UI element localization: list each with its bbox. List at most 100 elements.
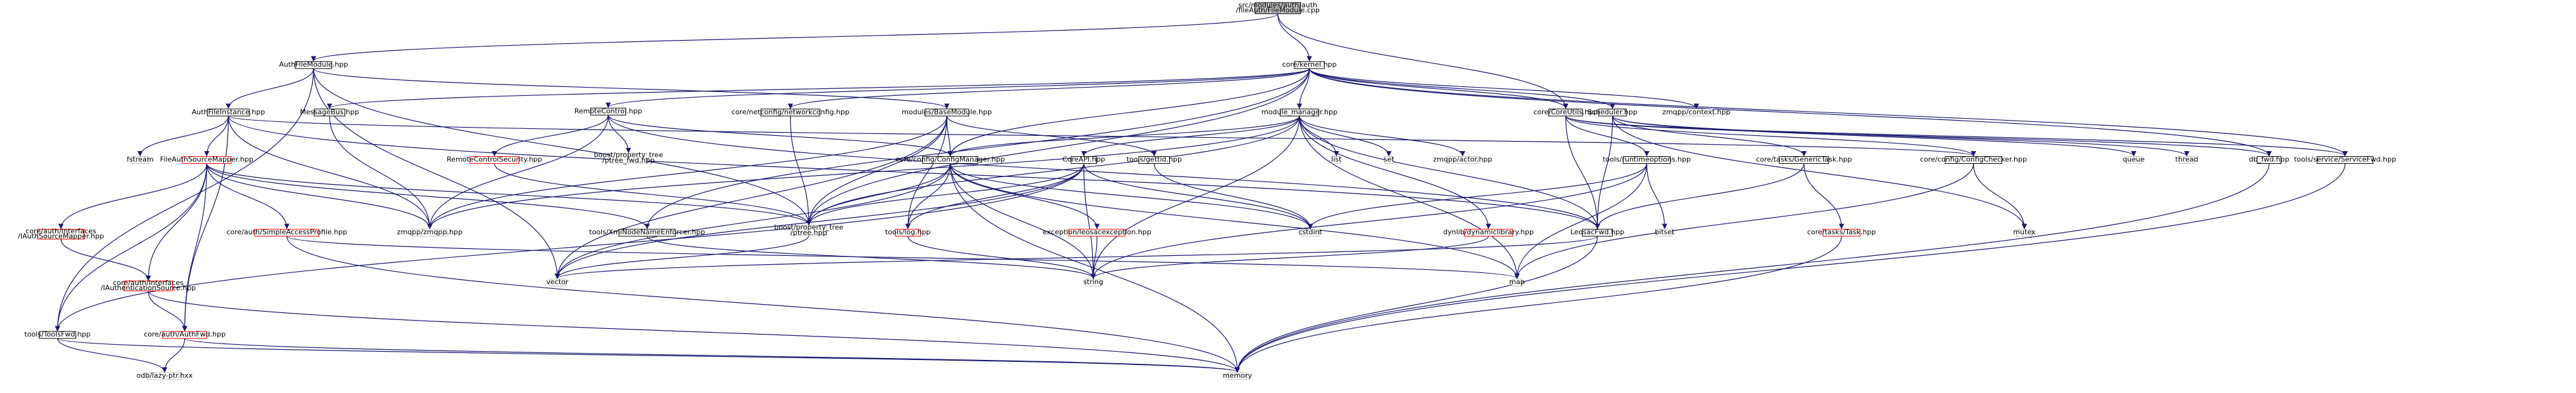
node-label: AuthFileInstance.hpp [192, 108, 265, 116]
node-label: tools/gettid.hpp [1127, 156, 1182, 164]
edge-coreapi-to-vector [554, 163, 1085, 279]
node-label: tools/log.hpp [885, 228, 930, 236]
node-box [1254, 2, 1301, 15]
node-box [132, 156, 149, 164]
edge-toolsfwd-to-memory [57, 338, 1240, 373]
edge-modmanager-to-zmqactor [1299, 116, 1466, 157]
node-string: string [1083, 278, 1103, 286]
edge-iauthmapper-to-iauthsource [60, 239, 151, 281]
edge-filemodule-to-toolsfwd [55, 68, 315, 331]
node-scheduler[interactable]: Scheduler.hpp [1587, 108, 1637, 117]
node-label: core/tasks/Task.hpp [1807, 228, 1876, 236]
node-dbfwd[interactable]: db_fwd.hpp [2249, 156, 2289, 164]
node-kernel[interactable]: core/kernel.hpp [1282, 60, 1337, 69]
node-label: FileAuthSourceMapper.hpp [160, 156, 254, 164]
node-box [760, 109, 820, 117]
edge-modmanager-to-configmgr [947, 116, 1300, 157]
node-modmanager[interactable]: module_manager.hpp [1261, 108, 1338, 117]
node-box [470, 156, 520, 164]
edge-modmanager-to-coreapi [1081, 116, 1300, 157]
node-leosacfwd[interactable]: LeosacFwd.hpp [1571, 228, 1625, 237]
edge-kernel-to-dbfwd [1309, 68, 2272, 157]
edge-coreutils-to-dbfwd [1565, 116, 2272, 157]
node-label: list [1331, 156, 1342, 164]
node-simpleprofile[interactable]: core/auth/SimpleAccessProfile.hpp [226, 228, 347, 237]
node-label: src/modules/auth/auth [1238, 1, 1317, 9]
node-box [2317, 156, 2374, 164]
node-xmlenforcer[interactable]: tools/XmlNodeNameEnforcer.hpp [589, 228, 705, 237]
node-box [207, 109, 250, 117]
node-iauthmapper[interactable]: core/auth/Interfaces/IAuthSourceMapper.h… [18, 227, 104, 240]
node-basemodule[interactable]: modules/BaseModule.hpp [902, 108, 992, 117]
node-dynlib[interactable]: dynlib/dynamiclibrary.hpp [1443, 228, 1534, 237]
node-box [123, 281, 173, 291]
edge-basemodule-to-vector [554, 116, 947, 279]
node-box [549, 278, 566, 286]
node-servicefwd[interactable]: tools/service/ServiceFwd.hpp [2294, 156, 2396, 164]
edge-coreapi-to-ptree [806, 163, 1085, 226]
node-coreutils[interactable]: core/CoreUtils.hpp [1533, 108, 1598, 117]
nodes-layer: src/modules/auth/auth/fileAuth/FileModul… [18, 1, 2396, 380]
node-iauthsource[interactable]: core/auth/Interfaces/IAuthenticationSour… [100, 279, 196, 292]
edge-modmanager-to-zmqpp [427, 116, 1300, 229]
node-cstdint: cstdint [1298, 228, 1322, 237]
node-configmgr[interactable]: core/config/ConfigManager.hpp [896, 156, 1005, 164]
node-task[interactable]: core/tasks/Task.hpp [1807, 228, 1876, 237]
node-box [2016, 229, 2033, 237]
node-srcmapper[interactable]: FileAuthSourceMapper.hpp [160, 156, 254, 164]
node-label: thread [2175, 156, 2198, 164]
edge-ptree-to-vector [554, 235, 810, 279]
node-authfwd[interactable]: core/auth/AuthFwd.hpp [144, 330, 226, 339]
edge-generictask-to-leosacfwd [1594, 163, 1805, 229]
node-generictask[interactable]: core/tasks/GenericTask.hpp [1756, 156, 1852, 164]
edge-filemodule-to-vector [313, 68, 560, 279]
node-messagebus[interactable]: MessageBus.hpp [300, 108, 359, 117]
edge-coreutils-to-configchecker [1565, 116, 1976, 157]
node-configchecker[interactable]: core/config/ConfigChecker.hpp [1920, 156, 2027, 164]
node-remotecontrol[interactable]: RemoteControl.hpp [574, 107, 642, 116]
node-label: core/netconfig/networkconfig.hpp [731, 108, 850, 116]
edge-coreapi-to-toolsfwd [55, 163, 1085, 331]
edge-fileinstance-to-zmqpp [227, 116, 433, 229]
node-label: core/auth/SimpleAccessProfile.hpp [226, 228, 347, 236]
edge-srcmapper-to-zmqpp [206, 163, 433, 229]
node-log[interactable]: tools/log.hpp [885, 228, 931, 237]
node-label: tools/runtimeoptions.hpp [1603, 156, 1691, 164]
node-vector: vector [546, 278, 569, 286]
node-label: core/auth/AuthFwd.hpp [144, 330, 226, 338]
node-leosacexc[interactable]: exception/leosacexception.hpp [1043, 228, 1151, 237]
node-odb: odb/lazy-ptr.hxx [137, 371, 193, 380]
edge-configchecker-to-mutex [1973, 163, 2028, 229]
edge-configmgr-to-vector [554, 163, 951, 279]
edge-runtimeopt-to-cstdint [1307, 163, 1648, 229]
edge-iauthsource-to-memory [147, 290, 1240, 373]
node-label: dynlib/dynamiclibrary.hpp [1443, 228, 1534, 236]
edge-kernel-to-remotecontrol [606, 68, 1310, 109]
node-netconfig[interactable]: core/netconfig/networkconfig.hpp [731, 108, 850, 117]
node-box [2179, 156, 2195, 164]
edge-runtimeopt-to-string [1090, 163, 1648, 279]
node-box [1446, 156, 1479, 164]
node-box [895, 229, 921, 237]
node-ptree: boost/property_tree/ptree.hpp [774, 223, 843, 237]
node-label: core/config/ConfigChecker.hpp [1920, 156, 2027, 164]
node-label: MessageBus.hpp [300, 108, 359, 116]
node-coreapi[interactable]: CoreAPI.hpp [1062, 156, 1105, 164]
node-filemodule[interactable]: AuthFileModule.hpp [279, 60, 348, 69]
node-label: LeosacFwd.hpp [1571, 228, 1625, 236]
node-label: bitset [1655, 228, 1675, 236]
node-runtimeopt[interactable]: tools/runtimeoptions.hpp [1603, 156, 1691, 164]
edge-kernel-to-modmanager [1296, 68, 1310, 109]
node-box [1463, 229, 1513, 237]
edge-basemodule-to-ptree [806, 116, 947, 226]
node-rcsecurity[interactable]: RemoteControlSecurity.hpp [447, 156, 542, 164]
edge-modmanager-to-string [1090, 116, 1300, 279]
node-toolsfwd[interactable]: tools/ToolsFwd.hpp [24, 330, 91, 339]
node-gettid[interactable]: tools/gettid.hpp [1127, 156, 1182, 164]
node-fileinstance[interactable]: AuthFileInstance.hpp [192, 108, 265, 117]
edge-srcmapper-to-iauthsource [146, 163, 207, 281]
edge-srcmapper-to-iauthmapper [58, 163, 207, 229]
edge-coreapi-to-string [1083, 163, 1096, 279]
node-box [162, 331, 207, 339]
